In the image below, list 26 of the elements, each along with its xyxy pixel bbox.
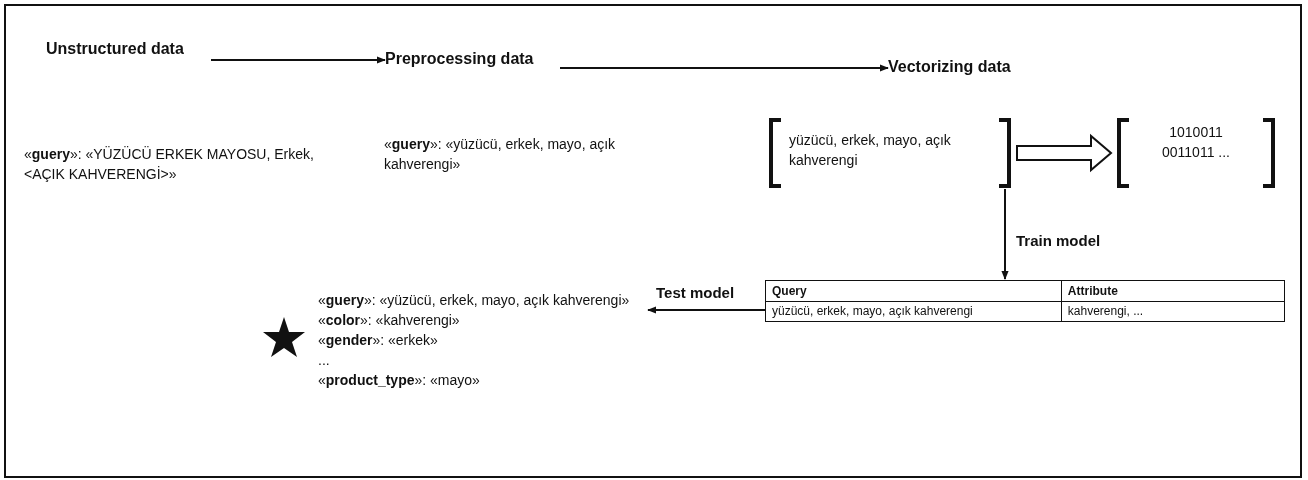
- arrow: [559, 64, 889, 72]
- data-table: [765, 280, 1285, 322]
- step-heading: Preprocessing data: [385, 50, 560, 74]
- arrow: [210, 56, 386, 64]
- edge-label: Test model: [656, 284, 735, 301]
- token-text: yüzücü, erkek, mayo, açık kahverengi: [789, 131, 952, 170]
- step-heading: Vectorizing data: [888, 58, 1048, 82]
- edge-label: Train model: [1016, 232, 1101, 249]
- arrow: [1001, 188, 1009, 280]
- example-text: «guery»: «yüzücü, erkek, mayo, açık kahverengi»: [384, 135, 617, 174]
- step-heading: Unstructured data: [46, 40, 211, 64]
- column-header: Query: [765, 280, 1062, 301]
- example-text: «guery»: «YÜZÜCÜ ERKEK MAYOSU, Erkek, <AÇIK KAHVERENGİ>»: [24, 145, 315, 184]
- table-cell: yüzücü, erkek, mayo, açık kahverengi: [765, 301, 1062, 322]
- bracket-matrix: [1115, 118, 1277, 188]
- column-header: Attribute: [1061, 280, 1285, 301]
- output-line: ...: [318, 351, 331, 370]
- bracket-matrix: [767, 118, 1013, 188]
- vector-text: 1010011 0011011 ...: [1161, 123, 1231, 162]
- output-line: «gender»: «erkek»: [318, 331, 439, 350]
- output-line: «color»: «kahverengi»: [318, 311, 461, 330]
- output-line: «product_type»: «mayo»: [318, 371, 481, 390]
- arrow: [647, 306, 766, 314]
- block-arrow: [1016, 133, 1113, 173]
- table-cell: kahverengi, ...: [1061, 301, 1285, 322]
- output-line: «guery»: «yüzücü, erkek, mayo, açık kahverengi»: [318, 291, 631, 310]
